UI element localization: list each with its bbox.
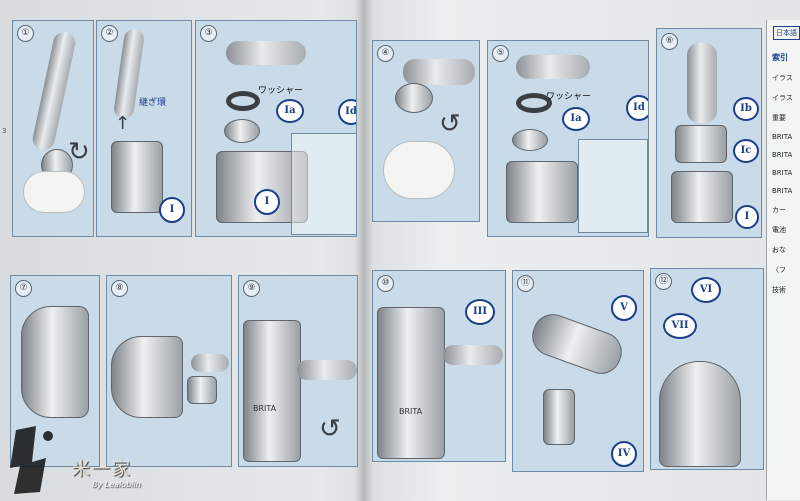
callout-ia: Ia — [276, 99, 304, 123]
up-arrow-icon: ↑ — [115, 113, 131, 134]
index-item: BRITA — [772, 187, 793, 195]
watermark-text: 米一家 — [72, 459, 132, 480]
adapter-ring-label: 継ぎ環 — [139, 98, 167, 108]
step-panel-5: ⑤ ワッシャー Ia Id — [487, 40, 649, 237]
callout-v: V — [611, 295, 637, 321]
step-number: ② — [101, 25, 118, 42]
step-number: ⑦ — [15, 280, 32, 297]
rotate-arrow-icon: ↺ — [439, 109, 461, 139]
detail-inset — [291, 133, 356, 235]
filter-housing — [377, 307, 445, 459]
index-item: 重要 — [772, 114, 786, 122]
index-item: BRITA — [772, 151, 793, 159]
rotate-arrow-icon: ↺ — [319, 414, 341, 444]
step-panel-12: ⑫ VI VII — [650, 268, 764, 470]
rotate-arrow-icon: ↻ — [68, 137, 90, 167]
step-number: ① — [17, 25, 34, 42]
aerator-part — [395, 83, 433, 113]
callout-ib: Ib — [733, 97, 759, 121]
index-item: イラス — [772, 94, 793, 102]
callout-i: I — [735, 205, 759, 229]
faucet-spout — [403, 59, 475, 85]
hand-illustration — [383, 141, 455, 199]
filter-cartridge — [526, 308, 628, 380]
detail-inset — [578, 139, 648, 233]
index-item: カー — [772, 206, 786, 214]
filter-housing — [243, 320, 301, 462]
filter-adapter — [111, 141, 163, 213]
index-item: おな — [772, 246, 786, 254]
brand-label: BRITA — [399, 407, 423, 416]
filter-adapter — [187, 376, 217, 404]
faucet-spout — [297, 360, 357, 380]
step-panel-3: ③ ワッシャー Ia I Id — [195, 20, 357, 237]
callout-iv: IV — [611, 441, 637, 467]
callout-iii: III — [465, 299, 495, 325]
watermark-byline: By Lealoblin — [92, 480, 141, 489]
callout-i: I — [159, 197, 185, 223]
hand-illustration — [23, 171, 85, 213]
adapter-ring-part — [224, 119, 260, 143]
filter-housing — [111, 336, 183, 418]
filter-adapter — [671, 171, 733, 223]
index-item: BRITA — [772, 133, 793, 141]
faucet-spout — [516, 55, 590, 79]
step-panel-6: ⑥ Ib Ic I — [656, 28, 762, 238]
faucet-spout — [687, 43, 717, 123]
brand-label: BRITA — [253, 404, 277, 413]
step-number: ⑥ — [661, 33, 678, 50]
callout-id: Id — [626, 95, 648, 121]
step-panel-2: ② ↑ 継ぎ環 I — [96, 20, 192, 237]
watermark-logo-icon — [10, 426, 53, 494]
filter-housing — [21, 306, 89, 418]
page-crease — [355, 0, 373, 501]
index-item: 電池 — [772, 226, 786, 234]
step-panel-10: ⑩ BRITA III — [372, 270, 506, 462]
step-number: ⑩ — [377, 275, 394, 292]
battery-cap — [543, 389, 575, 445]
callout-ia: Ia — [562, 107, 590, 131]
step-panel-9: ⑨ BRITA ↺ — [238, 275, 358, 467]
step-panel-11: ⑪ V IV — [512, 270, 644, 472]
callout-vii: VII — [663, 313, 697, 339]
index-heading: 索引 — [772, 53, 788, 62]
index-item: 〈フ — [772, 266, 786, 274]
washer-label: ワッシャー — [258, 86, 304, 96]
language-tab: 日本語 — [773, 26, 800, 40]
adapter-part — [675, 125, 727, 163]
adapter-ring-part — [512, 129, 548, 151]
callout-ic: Ic — [733, 139, 759, 163]
washer-label: ワッシャー — [546, 92, 592, 102]
callout-id: Id — [338, 99, 356, 125]
callout-i: I — [254, 189, 280, 215]
faucet-spout — [443, 345, 503, 365]
step-number: ④ — [377, 45, 394, 62]
step-number: ⑫ — [655, 273, 672, 290]
index-item: 技術 — [772, 286, 786, 294]
step-number: ⑧ — [111, 280, 128, 297]
index-sidebar: 日本語 索引 イラス イラス 重要 BRITA BRITA BRITA BRIT… — [766, 20, 800, 500]
filter-adapter — [506, 161, 578, 223]
faucet-spout — [30, 30, 78, 152]
callout-vi: VI — [691, 277, 721, 303]
step-number: ⑨ — [243, 280, 260, 297]
step-number: ⑤ — [492, 45, 509, 62]
index-item: イラス — [772, 74, 793, 82]
step-panel-8: ⑧ — [106, 275, 232, 467]
washer-part — [516, 93, 552, 113]
page-number: 3 — [2, 127, 7, 135]
step-number: ⑪ — [517, 275, 534, 292]
step-panel-4: ④ ↺ — [372, 40, 480, 222]
index-item: BRITA — [772, 169, 793, 177]
step-panel-1: ① ↻ — [12, 20, 94, 237]
washer-part — [226, 91, 260, 111]
faucet-spout — [191, 354, 229, 372]
step-number: ③ — [200, 25, 217, 42]
faucet-spout — [226, 41, 306, 65]
filter-housing-open — [659, 361, 741, 467]
